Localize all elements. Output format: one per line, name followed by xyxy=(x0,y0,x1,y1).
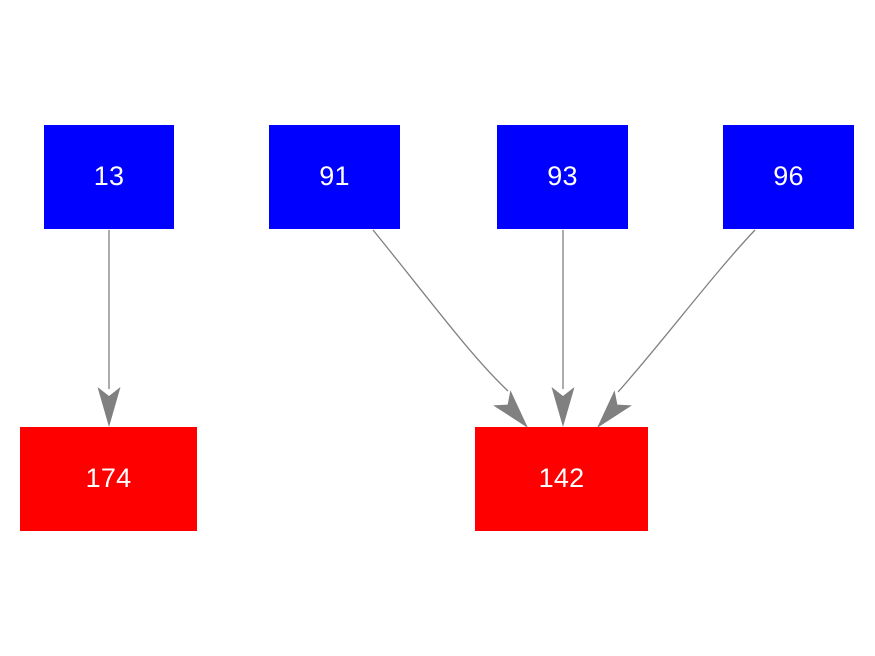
node-label: 174 xyxy=(85,462,132,493)
arrowhead-icon xyxy=(97,387,121,427)
graph-edge-96-to-142 xyxy=(597,229,756,428)
graph-node-142[interactable]: 142 xyxy=(475,427,648,531)
arrowhead-icon xyxy=(551,387,575,427)
edge-line xyxy=(372,229,509,392)
graph-edge-93-to-142 xyxy=(551,230,575,427)
graph-node-13[interactable]: 13 xyxy=(44,125,174,229)
node-label: 96 xyxy=(773,160,804,191)
node-label: 142 xyxy=(538,462,585,493)
edge-line xyxy=(617,229,756,393)
graph-node-174[interactable]: 174 xyxy=(20,427,197,531)
arrowhead-icon xyxy=(493,390,528,428)
graph-edge-13-to-174 xyxy=(97,230,121,427)
node-label: 91 xyxy=(319,160,350,191)
graph-node-93[interactable]: 93 xyxy=(497,125,628,229)
graph-edge-91-to-142 xyxy=(372,229,528,428)
arrowhead-icon xyxy=(597,390,632,428)
node-label: 13 xyxy=(93,160,125,191)
graph-node-91[interactable]: 91 xyxy=(269,125,400,229)
graph-node-96[interactable]: 96 xyxy=(723,125,854,229)
node-label: 93 xyxy=(547,160,578,191)
